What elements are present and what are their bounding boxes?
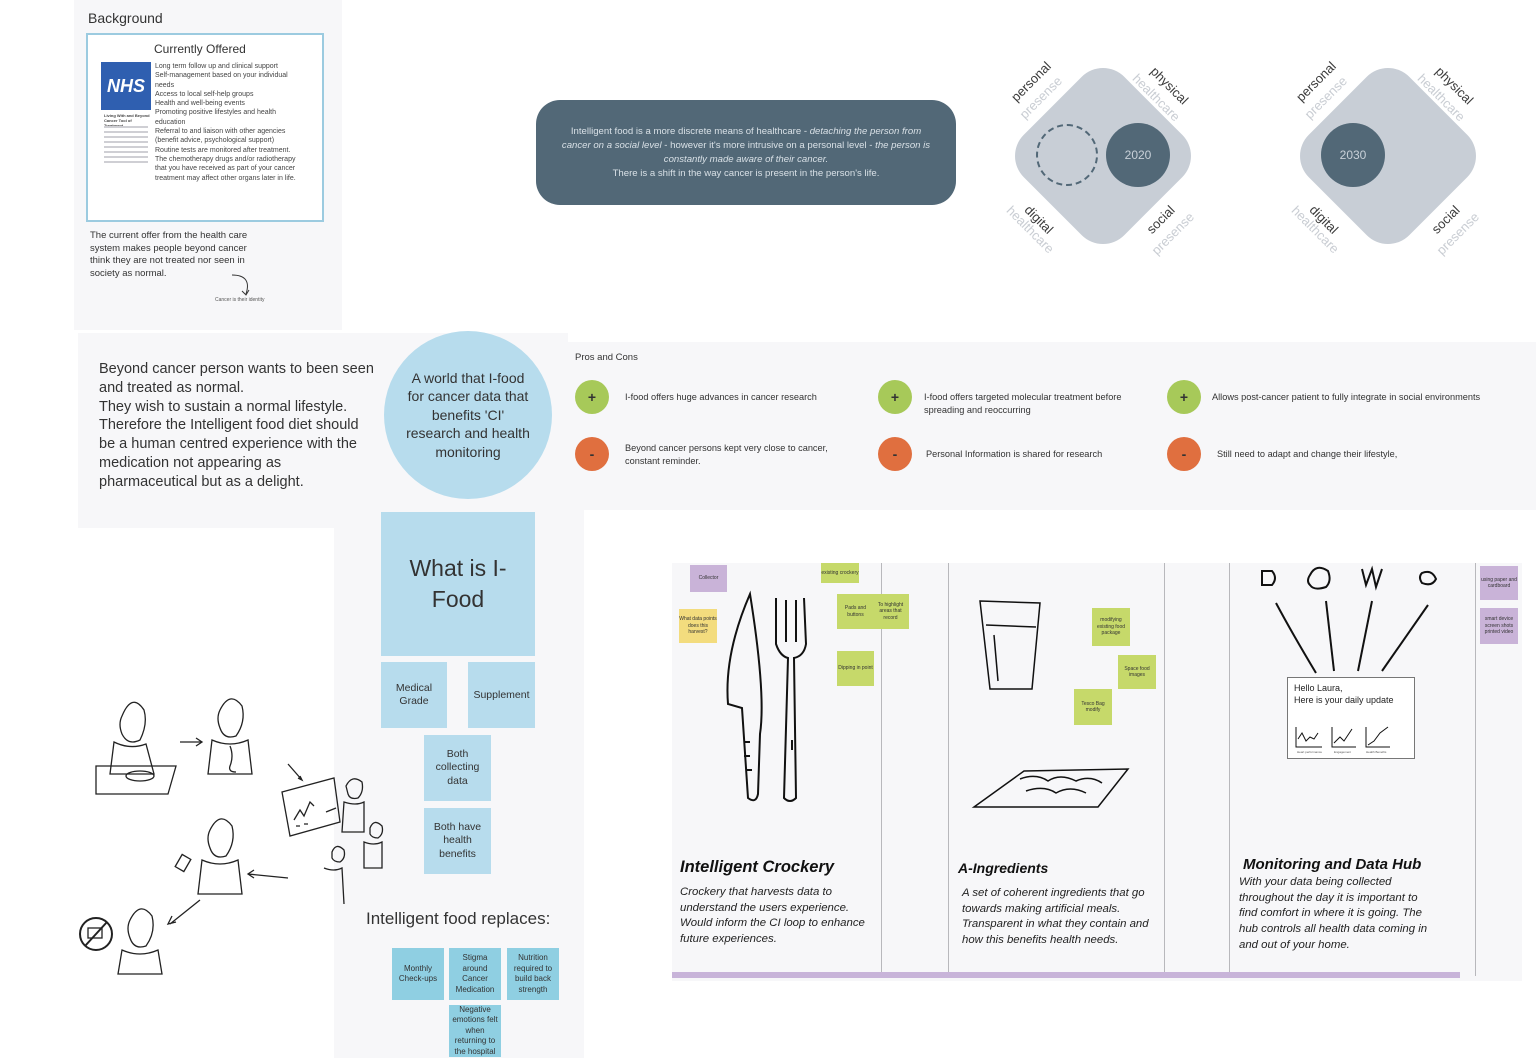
offered-item: Self-management based on your individual… (155, 72, 288, 89)
supplement-sticky: Supplement (468, 662, 535, 728)
sticky-smart-device: smart device screen shots printed video (1480, 608, 1518, 644)
pro-item: I-food offers targeted molecular treatme… (924, 392, 1122, 415)
pro-plus-icon: + (878, 380, 912, 414)
column-divider (1164, 563, 1165, 976)
glass-and-sheet-sketch (971, 600, 1130, 808)
pros-cons-panel (568, 342, 1536, 510)
offered-item: Routine tests are monitored after treatm… (155, 146, 291, 154)
leaflet-text-line (104, 136, 148, 138)
world-circle: A world that I-food for cancer data that… (384, 331, 552, 499)
daily-update-card (1287, 677, 1415, 759)
summary-text-italic: detaching the person from cancer on a so… (561, 125, 922, 151)
year-2030-dot: 2030 (1321, 123, 1385, 187)
nhs-logo: NHS (101, 62, 151, 110)
column-divider (1229, 563, 1230, 976)
offered-item: Long term follow up and clinical support (155, 63, 278, 70)
knife-fork-sketch (726, 590, 808, 802)
chart-label: Health Benefits (1366, 750, 1387, 754)
sticky-space-food: Space food images (1118, 655, 1156, 689)
leaflet-text-line (104, 141, 148, 143)
beyond-cancer-text: Beyond cancer person wants to been seen … (99, 361, 374, 490)
offered-item: Health and well-being events (155, 100, 245, 108)
sticky-existing-crockery: existing crockery (821, 563, 859, 583)
summary-text: Intelligent food is a more discrete mean… (570, 125, 810, 137)
column-divider (881, 563, 882, 976)
replaces-sticky: Monthly Check-ups (392, 948, 444, 1000)
background-title: Background (88, 10, 163, 26)
curved-arrow-icon (231, 274, 250, 296)
currently-offered-title: Currently Offered (154, 42, 246, 56)
con-item: Personal Information is shared for resea… (926, 449, 1103, 459)
pros-cons-title: Pros and Cons (575, 352, 638, 363)
summary-text: There is a shift in the way cancer is pr… (612, 167, 880, 179)
sticky-dipping-point: Dipping in point (837, 651, 874, 686)
data-hub-sketch (1261, 565, 1438, 674)
board-baseline (672, 972, 1460, 978)
intelligent-food-summary-box: Intelligent food is a more discrete mean… (536, 100, 956, 205)
replaces-sticky: Stigma around Cancer Medication (449, 948, 501, 1000)
con-item: Still need to adapt and change their lif… (1217, 449, 1398, 459)
con-minus-icon: - (1167, 437, 1201, 471)
chart-label: Heart performance (1297, 750, 1323, 754)
nhs-leaflet-subtitle: Living With and Beyond Cancer Tool of Tr… (104, 113, 150, 128)
sticky-collector: Collector (690, 565, 727, 592)
replaces-sticky: Negative emotions felt when returning to… (449, 1005, 501, 1057)
column-divider (1475, 563, 1476, 976)
sticky-modifying-package: modifying existing food package (1092, 608, 1130, 646)
dashed-circle (1036, 124, 1098, 186)
summary-text-italic: the person is constantly made aware of t… (663, 139, 931, 165)
a-ingredients-body: A set of coherent ingredients that go to… (962, 887, 1149, 947)
sticky-what-data: What data points does this harvest? (679, 609, 717, 643)
pro-item: I-food offers huge advances in cancer re… (625, 392, 817, 402)
pro-plus-icon: + (575, 380, 609, 414)
background-note: The current offer from the health care s… (90, 230, 248, 279)
monitoring-data-hub-body: With your data being collected throughou… (1239, 876, 1428, 951)
leaflet-text-line (104, 126, 148, 128)
replaces-sticky: Nutrition required to build back strengt… (507, 948, 559, 1000)
daily-update-greeting: Hello Laura, Here is your daily update (1294, 683, 1394, 705)
a-ingredients-title: A-Ingredients (958, 860, 1049, 876)
monitoring-data-hub-title: Monitoring and Data Hub (1243, 856, 1422, 873)
intelligent-crockery-title: Intelligent Crockery (680, 858, 835, 876)
what-is-ifood-sticky: What is I-Food (381, 512, 535, 656)
pro-plus-icon: + (1167, 380, 1201, 414)
column-divider (948, 563, 949, 976)
user-journey-sketch (79, 698, 384, 975)
leaflet-text-line (104, 131, 148, 133)
world-circle-text: A world that I-food for cancer data that… (406, 369, 530, 460)
sticky-paper-cardboard: using paper and cardboard (1480, 566, 1518, 600)
con-minus-icon: - (575, 437, 609, 471)
sticky-pads-buttons: Pads and buttons (837, 594, 874, 629)
offered-item: Promoting positive lifestyles and health… (155, 109, 277, 126)
con-item: Beyond cancer persons kept very close to… (625, 443, 828, 466)
sticky-tesco-bag: Tesco Bag modify (1074, 689, 1112, 725)
summary-text: - however it's more intrusive on a perso… (661, 139, 876, 151)
offered-item: Access to local self-help groups (155, 90, 254, 98)
intelligent-crockery-body: Crockery that harvests data to understan… (680, 886, 865, 946)
both-health-benefits-sticky: Both have health benefits (424, 808, 491, 874)
offered-item: Referral to and liaison with other agenc… (155, 128, 286, 145)
con-minus-icon: - (878, 437, 912, 471)
chart-label: Engagement (1334, 750, 1352, 754)
sticky-highlight-areas: To highlight areas that record (872, 594, 909, 629)
identity-note: Cancer is their identity (215, 297, 265, 303)
currently-offered-list: Long term follow up and clinical support… (155, 62, 305, 183)
leaflet-text-line (104, 156, 148, 158)
leaflet-text-line (104, 161, 148, 163)
both-collecting-data-sticky: Both collecting data (424, 735, 491, 801)
leaflet-text-line (104, 151, 148, 153)
pro-item: Allows post-cancer patient to fully inte… (1212, 392, 1481, 402)
leaflet-text-line (104, 146, 148, 148)
daily-update-charts (1295, 726, 1390, 748)
intelligent-food-replaces-title: Intelligent food replaces: (366, 909, 551, 928)
offered-item: The chemotherapy drugs and/or radiothera… (155, 155, 296, 182)
year-2020-dot: 2020 (1106, 123, 1170, 187)
medical-grade-sticky: Medical Grade (381, 662, 447, 728)
